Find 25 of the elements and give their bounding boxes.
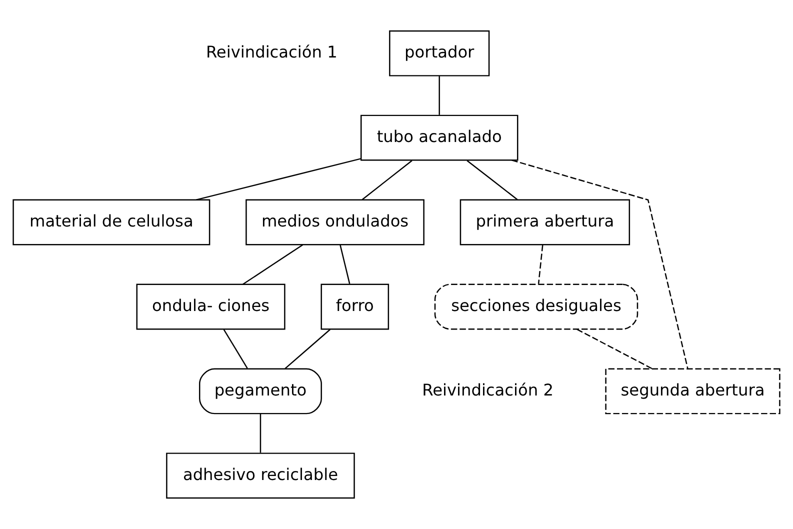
connector — [466, 160, 518, 200]
connector — [512, 160, 688, 369]
connector — [362, 160, 412, 200]
label: Reivindicación 1 — [206, 42, 338, 62]
node-box: tubo acanalado — [360, 114, 518, 161]
connector — [576, 328, 653, 370]
node-box: pegamento — [199, 368, 322, 414]
connector — [260, 414, 262, 453]
connector — [242, 244, 304, 285]
connector — [223, 329, 248, 369]
node-box: secciones desiguales — [434, 284, 638, 330]
connector — [438, 76, 440, 115]
node-box: portador — [389, 30, 490, 76]
connector — [284, 329, 330, 370]
node-box: ondula- ciones — [136, 284, 286, 330]
connector — [340, 244, 350, 284]
node-box: segunda abertura — [605, 368, 780, 414]
node-box: forro — [320, 284, 390, 330]
node-box: primera abertura — [460, 199, 630, 246]
node-box: material de celulosa — [12, 199, 210, 246]
node-box: adhesivo reciclable — [166, 452, 355, 499]
label: Reivindicación 2 — [422, 380, 554, 400]
node-box: medios ondulados — [246, 199, 424, 246]
connector — [196, 158, 361, 200]
connector — [538, 244, 544, 284]
